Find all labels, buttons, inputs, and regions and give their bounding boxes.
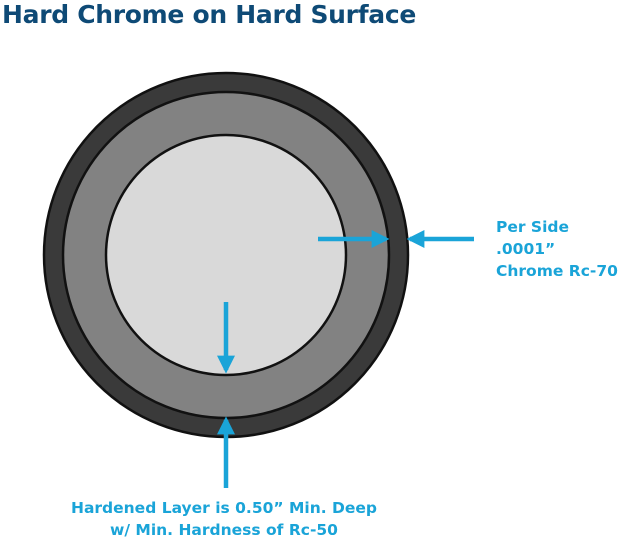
hardened-callout: Hardened Layer is 0.50” Min. Deep w/ Min… bbox=[60, 497, 388, 541]
hardened-callout-line2: w/ Min. Hardness of Rc-50 bbox=[110, 521, 338, 539]
base-core bbox=[104, 133, 348, 377]
chrome-callout: Per Side .0001” Chrome Rc-70 bbox=[496, 216, 631, 282]
hardened-callout-line1: Hardened Layer is 0.50” Min. Deep bbox=[70, 499, 378, 517]
chrome-callout-line2: Chrome Rc-70 bbox=[496, 262, 618, 280]
chrome-callout-line1: Per Side .0001” bbox=[496, 218, 569, 258]
diagram-title: Hard Chrome on Hard Surface bbox=[2, 0, 417, 29]
